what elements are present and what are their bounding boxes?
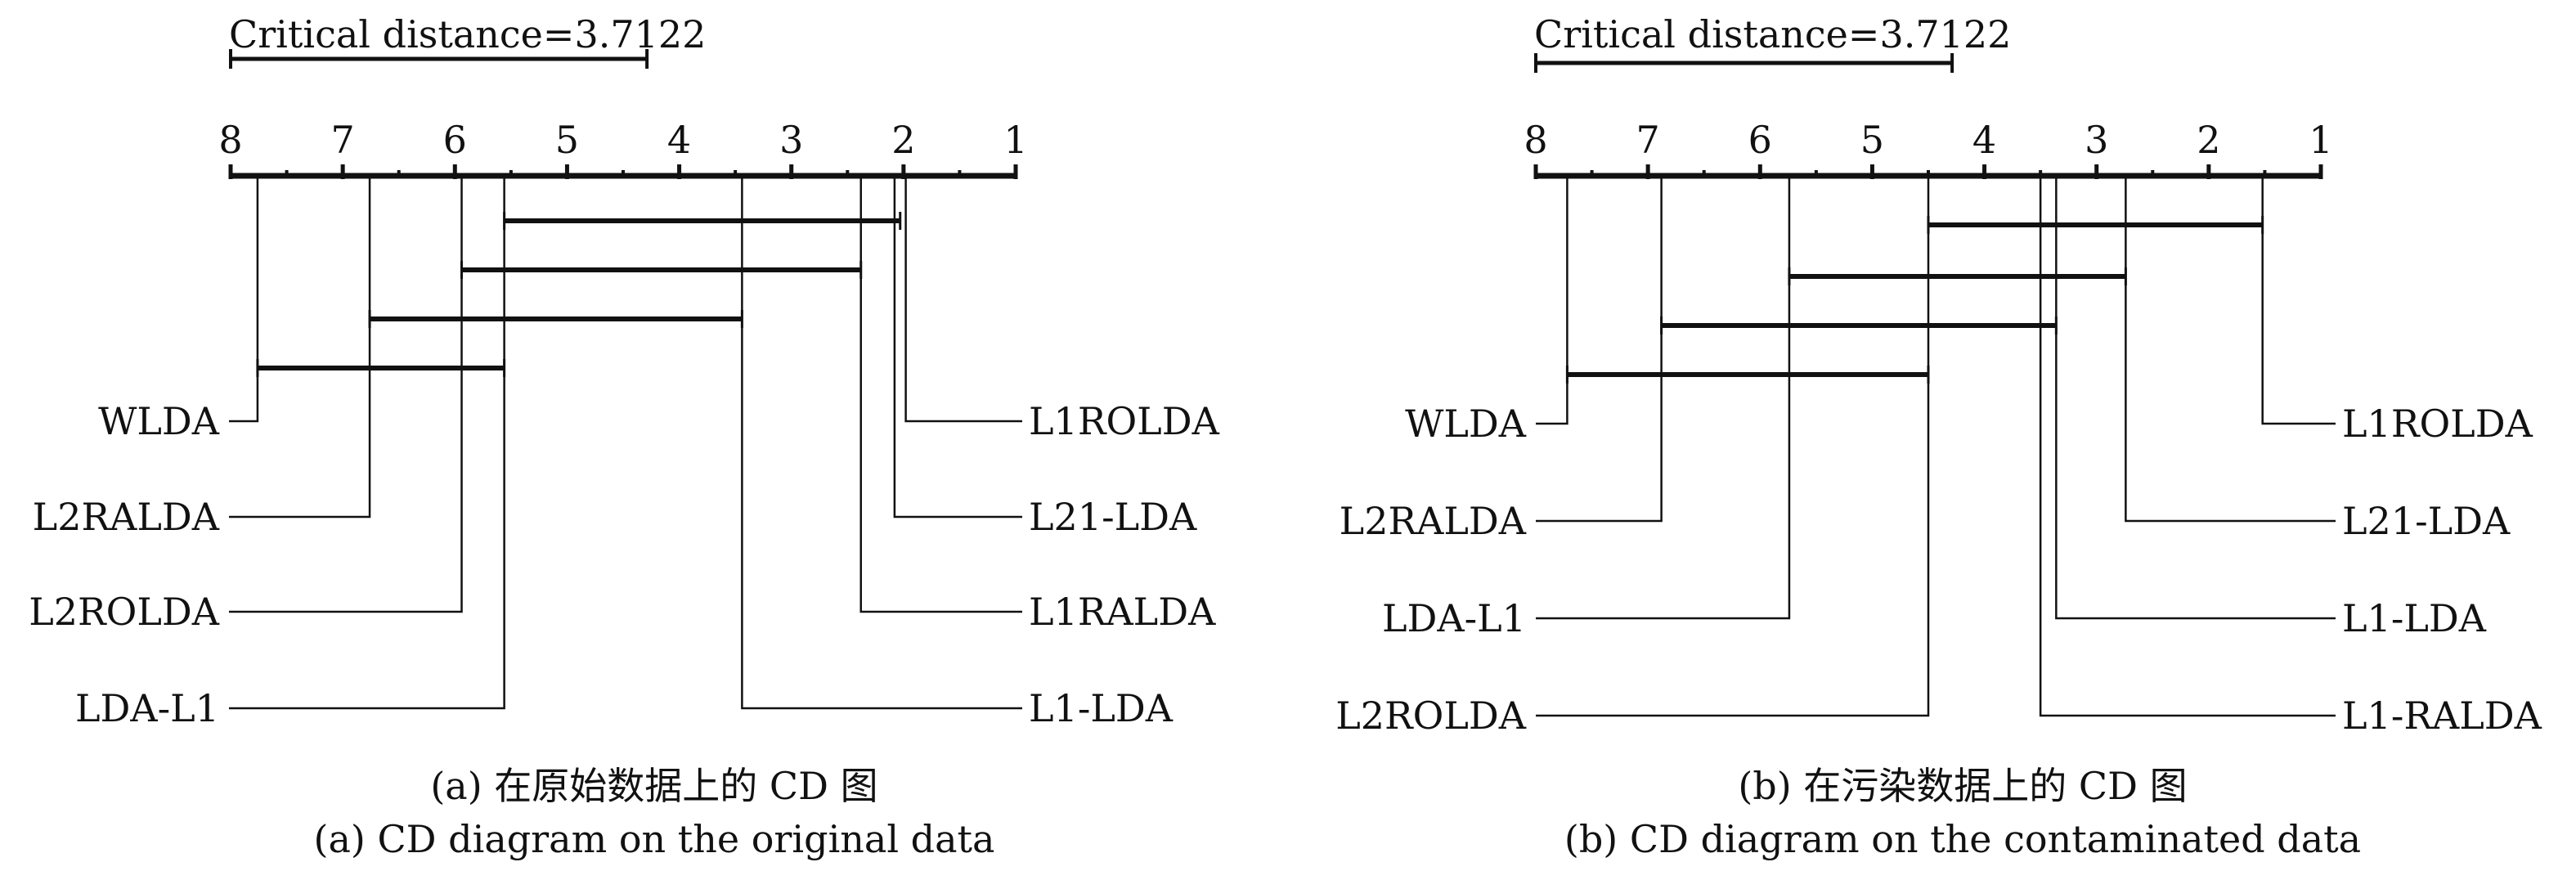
method-leader-line (229, 177, 371, 519)
method-leader-line (741, 177, 1022, 710)
method-leader-line (1536, 177, 1568, 425)
caption-en-b: (b) CD diagram on the contaminated data (1564, 817, 2362, 861)
caption-en-a: (a) CD diagram on the original data (313, 817, 995, 861)
critical-distance-label: Critical distance=3.7122 (229, 12, 706, 56)
method-label-left: WLDA (98, 399, 220, 443)
axis-tick-label: 7 (331, 118, 355, 162)
caption-cn-a: (a) 在原始数据上的 CD 图 (430, 764, 878, 808)
method-label-left: LDA-L1 (1382, 596, 1526, 640)
axis-tick-label: 6 (443, 118, 467, 162)
method-leader-line (1536, 177, 1791, 620)
axis-tick-label: 2 (891, 118, 915, 162)
method-label-left: L2RALDA (33, 495, 220, 539)
method-leader-line (904, 177, 1022, 423)
axis-tick-label: 5 (1860, 118, 1884, 162)
method-leader-line (893, 177, 1022, 519)
method-leader-line (2055, 177, 2336, 620)
method-label-right: L1ROLDA (2342, 402, 2533, 446)
method-label-right: L1ROLDA (1029, 399, 1220, 443)
method-label-left: WLDA (1405, 402, 1527, 446)
axis-tick-label: 2 (2197, 118, 2220, 162)
critical-distance-label: Critical distance=3.7122 (1534, 12, 2011, 56)
method-leader-line (2125, 177, 2336, 523)
method-leader-line (229, 177, 505, 710)
method-leader-line (859, 177, 1022, 613)
method-leader-line (229, 177, 259, 423)
method-label-right: L1-LDA (2342, 596, 2487, 640)
axis-tick-label: 4 (1972, 118, 1996, 162)
method-leader-line (1536, 177, 1663, 523)
caption-cn-b: (b) 在污染数据上的 CD 图 (1738, 764, 2188, 808)
method-label-right: L21-LDA (1029, 495, 1197, 539)
axis-tick-label: 4 (667, 118, 691, 162)
method-leader-line (2039, 177, 2336, 717)
method-leader-line (2261, 177, 2336, 425)
axis-tick-label: 3 (779, 118, 803, 162)
method-label-left: L2ROLDA (1335, 694, 1527, 738)
axis-tick-label: 6 (1748, 118, 1772, 162)
axis-tick-label: 8 (218, 118, 242, 162)
axis-tick-label: 7 (1636, 118, 1660, 162)
axis-tick-label: 3 (2085, 118, 2108, 162)
axis-tick-label: 8 (1524, 118, 1547, 162)
method-label-left: L2ROLDA (29, 590, 220, 634)
method-label-left: LDA-L1 (75, 686, 219, 730)
method-label-right: L1RALDA (1029, 590, 1216, 634)
axis-tick-label: 1 (2309, 118, 2332, 162)
method-label-left: L2RALDA (1340, 499, 1527, 543)
method-label-right: L1-LDA (1029, 686, 1174, 730)
method-leader-line (1536, 177, 1930, 717)
axis-tick-label: 5 (555, 118, 579, 162)
axis-tick-label: 1 (1003, 118, 1027, 162)
method-label-right: L1-RALDA (2342, 694, 2542, 738)
method-leader-line (229, 177, 463, 613)
method-label-right: L21-LDA (2342, 499, 2511, 543)
